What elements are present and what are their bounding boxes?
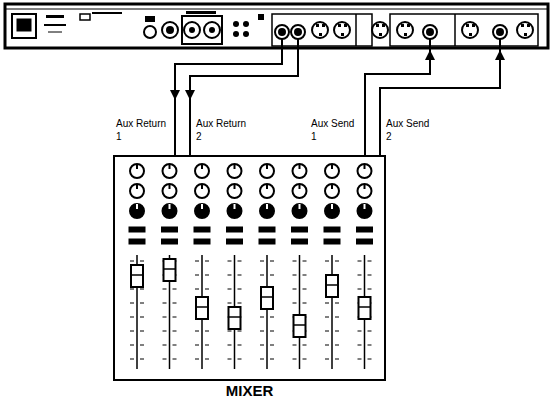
cables <box>175 39 500 155</box>
connection-label: Aux Return 2 <box>196 117 251 143</box>
connection-label: Aux Return 1 <box>116 117 171 143</box>
mixer-label: MIXER <box>115 382 384 399</box>
connection-label: Aux Send 1 <box>311 117 361 143</box>
connection-label: Aux Send 2 <box>386 117 436 143</box>
signal-arrows <box>170 50 505 100</box>
mixer-box: MIXER <box>113 155 386 381</box>
rack-unit <box>5 4 548 48</box>
mixer-controls <box>115 157 384 379</box>
